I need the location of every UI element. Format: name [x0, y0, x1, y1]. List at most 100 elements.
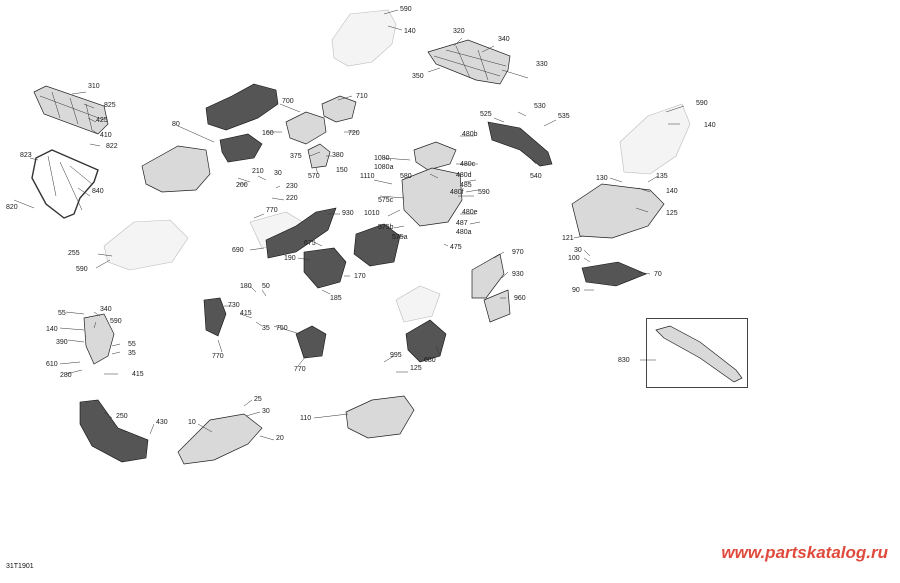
rear-bumper: [31, 149, 99, 219]
part-label: 415: [240, 310, 252, 317]
part-label: 140: [666, 188, 678, 195]
part-label: 820: [6, 204, 18, 211]
front-fender-ghost: [331, 9, 397, 67]
part-label: 310: [88, 83, 100, 90]
frame-support: [219, 133, 263, 163]
part-label: 20: [276, 435, 284, 442]
part-labels: 590 140 320 340 330 350 310 825 425 410 …: [6, 6, 716, 442]
part-label: 150: [336, 167, 348, 174]
part-label: 770: [212, 353, 224, 360]
part-label: 415: [132, 371, 144, 378]
part-label: 525: [480, 111, 492, 118]
part-label: 930: [512, 271, 524, 278]
part-label: 180: [240, 283, 252, 290]
part-label: 350: [412, 73, 424, 80]
part-label: 540: [530, 173, 542, 180]
fuel-tank-cover: [413, 141, 457, 171]
fender-left-ghost: [103, 219, 189, 271]
dash-panel: [205, 83, 279, 131]
fender-right-ghost: [619, 103, 691, 175]
part-label: 480d: [456, 172, 472, 179]
part-label: 830: [618, 357, 630, 364]
part-label: 822: [106, 143, 118, 150]
part-label: 170: [354, 273, 366, 280]
part-label: 823: [20, 152, 32, 159]
fender-mid-ghost: [395, 285, 441, 323]
accessory-bar: [655, 325, 743, 383]
part-label: 330: [536, 61, 548, 68]
part-label: 375: [290, 153, 302, 160]
mid-panel: [265, 207, 337, 259]
part-label: 675: [304, 240, 316, 247]
part-label: 280: [60, 372, 72, 379]
part-label: 55: [128, 341, 136, 348]
part-label: 30: [262, 408, 270, 415]
part-label: 190: [284, 255, 296, 262]
part-label: 770: [266, 207, 278, 214]
part-label: 750: [276, 325, 288, 332]
part-label: 100: [568, 255, 580, 262]
part-label: 1080a: [374, 164, 394, 171]
footrest-right: [571, 183, 665, 239]
part-label: 480b: [462, 131, 478, 138]
part-label: 140: [404, 28, 416, 35]
panel-750: [295, 325, 327, 359]
part-label: 90: [572, 287, 580, 294]
part-label: 995: [390, 352, 402, 359]
part-label: 25: [254, 396, 262, 403]
part-label: 35: [128, 350, 136, 357]
part-label: 480e: [462, 209, 478, 216]
part-label: 30: [574, 247, 582, 254]
part-label: 710: [356, 93, 368, 100]
part-label: 575a: [392, 234, 408, 241]
part-label: 255: [68, 250, 80, 257]
part-label: 770: [294, 366, 306, 373]
part-label: 590: [478, 189, 490, 196]
part-label: 410: [100, 132, 112, 139]
part-label: 320: [453, 28, 465, 35]
part-label: 250: [116, 413, 128, 420]
floor-plate-right: [581, 261, 647, 287]
part-label: 475: [450, 244, 462, 251]
headlight-cover: [321, 95, 357, 123]
lower-panel: [303, 247, 347, 289]
part-label: 575b: [378, 224, 394, 231]
part-label: 140: [704, 122, 716, 129]
watermark: www.partskatalog.ru: [721, 543, 888, 562]
part-label: 160: [262, 130, 274, 137]
part-label: 1010: [364, 210, 380, 217]
part-label: 485: [460, 182, 472, 189]
part-label: 70: [654, 271, 662, 278]
part-label: 220: [286, 195, 298, 202]
part-label: 35: [262, 325, 270, 332]
part-label: 380: [332, 152, 344, 159]
part-label: 700: [282, 98, 294, 105]
part-label: 230: [286, 183, 298, 190]
front-bumper-lower: [79, 399, 149, 463]
part-label: 970: [512, 249, 524, 256]
part-label: 930: [342, 210, 354, 217]
part-label: 720: [348, 130, 360, 137]
part-label: 135: [656, 173, 668, 180]
part-label: 590: [76, 266, 88, 273]
part-label: 1110: [360, 173, 375, 180]
part-label: 480c: [460, 161, 476, 168]
part-label: 480f: [450, 189, 464, 196]
part-label: 690: [232, 247, 244, 254]
accessory-callout-box: [646, 318, 748, 388]
leader-lines: [13, 9, 685, 441]
part-label: 480a: [456, 229, 472, 236]
part-label: 425: [96, 117, 108, 124]
part-label: 575c: [378, 197, 394, 204]
part-label: 121: [562, 235, 574, 242]
part-label: 80: [172, 121, 180, 128]
part-label: 200: [236, 182, 248, 189]
console-cover: [285, 111, 327, 145]
part-label: 340: [100, 306, 112, 313]
part-label: 430: [156, 419, 168, 426]
part-label: 340: [498, 36, 510, 43]
part-label: 210: [252, 168, 264, 175]
part-label: 1080,: [374, 155, 392, 162]
document-id: 31T1901: [6, 563, 34, 570]
